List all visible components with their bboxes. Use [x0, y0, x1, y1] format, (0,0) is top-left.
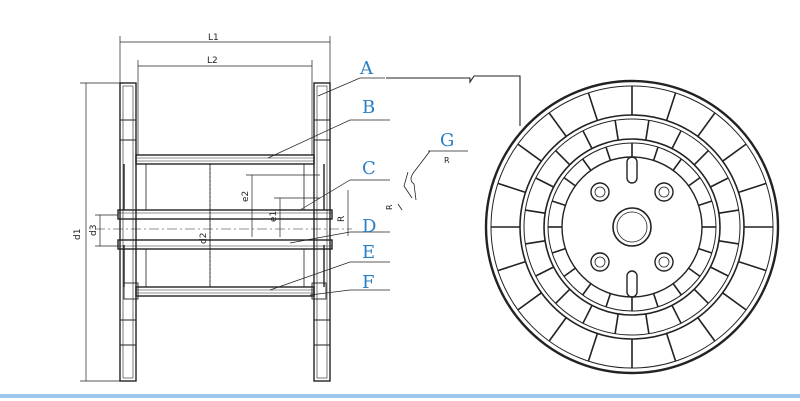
- spoke: [548, 112, 567, 137]
- spoke: [535, 177, 554, 188]
- spoke: [582, 130, 593, 149]
- left-flange: [119, 82, 137, 382]
- spoke: [697, 112, 716, 137]
- callout-c: C: [362, 158, 376, 179]
- callout-a: A: [359, 58, 374, 79]
- spoke: [738, 260, 767, 272]
- spoke: [582, 305, 593, 324]
- right-flange: [313, 82, 331, 382]
- hub-ring: [561, 156, 703, 298]
- spoke: [587, 92, 599, 121]
- spokes: [491, 86, 773, 368]
- spoke: [563, 176, 576, 187]
- spoke: [697, 317, 716, 342]
- spoke: [652, 293, 659, 308]
- spoke: [614, 120, 619, 141]
- callout-leaders: [267, 77, 390, 296]
- spoke: [710, 266, 729, 277]
- spoke: [738, 182, 767, 194]
- drive-hole-1: [590, 182, 610, 202]
- spoke: [665, 92, 677, 121]
- barrel-lower: [135, 286, 315, 297]
- spoke: [555, 150, 571, 166]
- spoke: [551, 247, 566, 254]
- spoke: [551, 200, 566, 207]
- spoke: [525, 240, 546, 245]
- spoke: [497, 260, 526, 272]
- spoke: [671, 305, 682, 324]
- spoke: [645, 120, 650, 141]
- spoke: [693, 150, 709, 166]
- dim-e1: e1: [269, 211, 279, 222]
- spoke: [693, 288, 709, 304]
- dim-l2: L2: [207, 56, 218, 66]
- detail-g: [397, 150, 468, 211]
- spoke: [672, 158, 683, 171]
- dim-e2: e2: [241, 191, 251, 202]
- spoke: [525, 209, 546, 214]
- spoke: [722, 143, 747, 162]
- spoke: [698, 200, 713, 207]
- spoke: [605, 293, 612, 308]
- callout-d: D: [362, 216, 376, 237]
- barrel-upper: [135, 154, 315, 165]
- spoke: [652, 146, 659, 161]
- spoke: [722, 292, 747, 311]
- spoke: [587, 333, 599, 362]
- spoke: [581, 158, 592, 171]
- spoke: [497, 182, 526, 194]
- callout-g: G: [440, 130, 454, 151]
- callout-b: B: [362, 97, 375, 118]
- center-bore: [612, 207, 652, 247]
- outer-rim-inner: [490, 85, 774, 369]
- bore-lower: [117, 239, 333, 250]
- dim-r: R: [337, 216, 347, 222]
- spoke: [535, 266, 554, 277]
- slot-top: [626, 156, 638, 184]
- callout-e: E: [362, 242, 375, 263]
- drive-hole-4: [654, 252, 674, 272]
- spool-section-view: [95, 82, 352, 382]
- outer-rim: [484, 79, 780, 375]
- spoke: [517, 292, 542, 311]
- detail-r-small-label: R: [385, 204, 394, 210]
- dimension-lines: [80, 36, 349, 382]
- spoke: [665, 333, 677, 362]
- spoke: [614, 313, 619, 334]
- dim-d3: d3: [89, 225, 99, 236]
- spoke: [718, 209, 739, 214]
- bore-upper: [117, 209, 333, 220]
- spoke: [581, 283, 592, 296]
- spoke: [563, 267, 576, 278]
- mid-ring-inner: [523, 118, 741, 336]
- spool-front-view: [484, 79, 780, 375]
- spoke: [605, 146, 612, 161]
- drive-hole-3: [590, 252, 610, 272]
- spoke: [555, 288, 571, 304]
- spoke: [710, 177, 729, 188]
- inner-ring-inner: [547, 142, 717, 312]
- drive-hole-2: [654, 182, 674, 202]
- spoke: [645, 313, 650, 334]
- inner-ring: [543, 138, 721, 316]
- spoke: [718, 240, 739, 245]
- spoke: [517, 143, 542, 162]
- connector-line: [386, 75, 521, 126]
- spoke: [548, 317, 567, 342]
- spoke: [672, 283, 683, 296]
- detail-r-label: R: [444, 156, 450, 165]
- dim-d2: d2: [199, 233, 209, 244]
- spoke: [671, 130, 682, 149]
- spoke: [688, 176, 701, 187]
- dim-l1: L1: [208, 33, 219, 43]
- dim-d1: d1: [73, 229, 83, 240]
- callout-f: F: [362, 272, 375, 293]
- spoke: [698, 247, 713, 254]
- spoke: [688, 267, 701, 278]
- slot-bottom: [626, 270, 638, 298]
